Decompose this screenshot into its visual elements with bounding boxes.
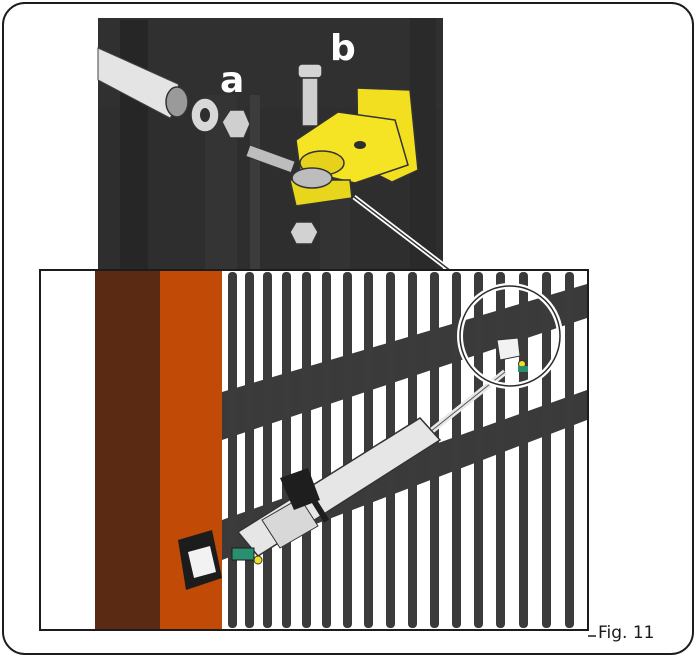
gate-bracket-small [496, 337, 521, 361]
gate-bar [282, 272, 291, 628]
gate-bar [245, 272, 254, 628]
gate-bar [474, 272, 483, 628]
gate-upper-rail [222, 284, 587, 440]
zoom-callout-circle [459, 285, 561, 387]
nut [221, 109, 251, 139]
label-b: b [330, 28, 356, 69]
rod-end [165, 86, 189, 118]
front-connector [518, 366, 528, 372]
gate-bars [228, 272, 574, 628]
ball-joint [291, 167, 333, 189]
pillar-bracket-face [188, 546, 216, 578]
lower-nut [289, 221, 319, 245]
bracket-hole [354, 141, 366, 149]
gate-bar [322, 272, 331, 628]
bolt-shank [301, 77, 319, 127]
label-a: a [220, 60, 244, 101]
actuator-band [305, 488, 330, 523]
gate-bar [496, 272, 505, 628]
gate-bar [519, 272, 528, 628]
gate-bar [263, 272, 272, 628]
gate-bar [302, 272, 311, 628]
gate-bar [430, 272, 439, 628]
gate-main-view [39, 269, 589, 631]
gate-bar [250, 95, 260, 272]
threaded-screw [245, 144, 296, 174]
gate-bar [565, 272, 574, 628]
actuator-motor-block [261, 497, 319, 549]
washer-hole [200, 108, 210, 122]
gate-bar [120, 20, 148, 272]
rear-pin [253, 555, 263, 565]
rear-connector [231, 547, 255, 561]
gate-bar [343, 272, 352, 628]
pillar-shadow [95, 271, 160, 629]
gate-bar [228, 272, 237, 628]
gate-bar [542, 272, 551, 628]
figure-caption: Fig. 11 [598, 623, 655, 643]
gate-bar [452, 272, 461, 628]
bracket-detail-view: a b [97, 18, 491, 302]
bolt-head [297, 63, 323, 79]
